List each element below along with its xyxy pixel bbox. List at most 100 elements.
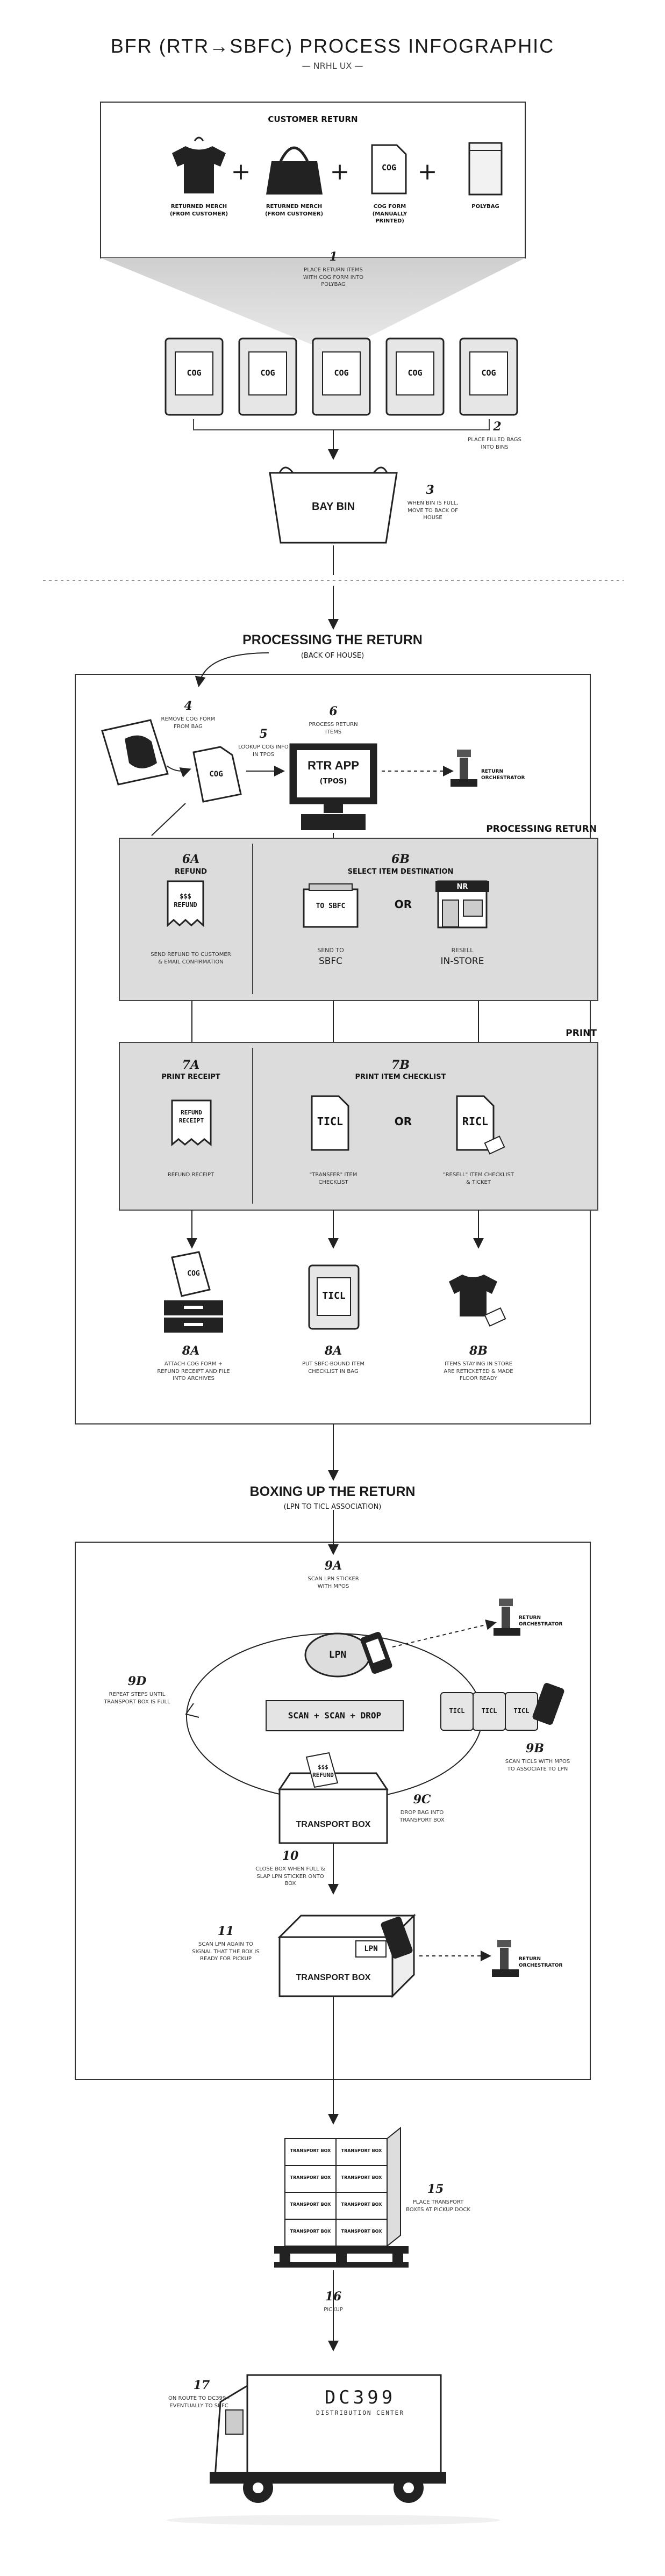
transport-box-sealed-icon <box>277 1913 416 1998</box>
step-9c-text: DROP BAG INTO TRANSPORT BOX <box>399 1810 445 1823</box>
step-6a-number: 6A <box>182 852 200 866</box>
step-3-text: WHEN BIN IS FULL, MOVE TO BACK OF HOUSE <box>407 500 459 521</box>
handbag-icon <box>266 146 323 195</box>
band-processing-return: PROCESSING RETURN <box>486 824 597 834</box>
customer-return-title: CUSTOMER RETURN <box>268 114 358 124</box>
step-3-number: 3 <box>426 483 434 497</box>
sbfc-box-text: TO SBFC <box>316 902 346 910</box>
processing-subtitle: (BACK OF HOUSE) <box>301 652 364 660</box>
ticl-bags-icon <box>440 1683 564 1731</box>
cog-form-text: COG <box>381 163 397 172</box>
plus-sign: + <box>330 158 350 185</box>
bag-label: COG <box>407 368 423 378</box>
receipt-text: REFUND RECEIPT <box>178 1109 204 1124</box>
step-4-number: 4 <box>184 699 192 713</box>
step-9d-text: REPEAT STEPS UNTIL TRANSPORT BOX IS FULL <box>104 1692 170 1705</box>
scan-loop-label: SCAN + SCAN + DROP <box>288 1710 382 1721</box>
boxing-subtitle: (LPN TO TICL ASSOCIATION) <box>283 1503 382 1511</box>
archive-cog-text: COG <box>187 1270 200 1278</box>
ricl-doc-icon <box>456 1095 505 1155</box>
step-6-text: PROCESS RETURN ITEMS <box>309 722 358 735</box>
step-15-text: PLACE TRANSPORT BOXES AT PICKUP DOCK <box>406 2199 470 2213</box>
band-print: PRINT <box>566 1028 597 1039</box>
pallet-stack-icon <box>274 2126 409 2268</box>
item-label-tshirt: RETURNED MERCH (FROM CUSTOMER) <box>169 204 228 217</box>
store-sign-text: NR <box>456 883 468 891</box>
item-label-polybag: POLYBAG <box>471 204 499 210</box>
step-9c-number: 9C <box>413 1793 431 1807</box>
server-icon-3 <box>492 1940 519 1977</box>
monitor-icon <box>289 743 377 830</box>
archive-icon <box>164 1251 223 1333</box>
page-title: BFR (RTR→SBFC) PROCESS INFOGRAPHIC <box>110 35 555 57</box>
store-icon <box>435 880 489 929</box>
transport-box-label: TRANSPORT BOX <box>296 1820 371 1829</box>
orchestrator-label-2: RETURN ORCHESTRATOR <box>519 1615 563 1628</box>
step-8b-text: ITEMS STAYING IN STORE ARE RETICKETED & … <box>444 1361 513 1381</box>
sbfc-label: SBFC <box>318 956 343 967</box>
step-1-number: 1 <box>329 250 338 264</box>
mpos-icon <box>360 1632 392 1674</box>
ticl-doc-icon <box>311 1095 349 1151</box>
step-7b-title: PRINT ITEM CHECKLIST <box>355 1073 446 1081</box>
server-icon-2 <box>494 1599 520 1636</box>
orchestrator-label: RETURN ORCHESTRATOR <box>481 769 525 781</box>
step-6-number: 6 <box>329 704 338 718</box>
step-7b-text-1: "TRANSFER" ITEM CHECKLIST <box>309 1172 357 1185</box>
step-16-number: 16 <box>325 2290 342 2304</box>
step-6a-text: SEND REFUND TO CUSTOMER & EMAIL CONFIRMA… <box>151 952 231 965</box>
step-7b-number: 7B <box>391 1058 410 1072</box>
item-label-cog: COG FORM (MANUALLY PRINTED) <box>372 204 407 224</box>
item-label-handbag: RETURNED MERCH (FROM CUSTOMER) <box>264 204 324 217</box>
plus-sign: + <box>417 158 438 185</box>
boxing-title: BOXING UP THE RETURN <box>249 1484 416 1499</box>
step-8b-number: 8B <box>469 1344 488 1358</box>
step-17-text: ON ROUTE TO DC399 - EVENTUALLY TO SBFC <box>168 2395 230 2409</box>
tagged-shirt-icon <box>449 1275 506 1327</box>
truck-dc-label: DC399 <box>324 2387 396 2408</box>
refund-doc-icon <box>167 880 204 927</box>
truck-dc-sublabel: DISTRIBUTION CENTER <box>316 2409 404 2416</box>
step-5-text: LOOKUP COG INFO IN TPOS <box>238 744 289 758</box>
pallet-box-label: TRANSPORT BOX <box>290 2202 331 2207</box>
step-6b-number: 6B <box>391 852 410 866</box>
ticl-bag-small: TICL <box>481 1707 497 1715</box>
box-bag-text: $$$ REFUND <box>312 1764 334 1779</box>
transport-box-label-2: TRANSPORT BOX <box>296 1973 371 1982</box>
step-9a-text: SCAN LPN STICKER WITH MPOS <box>308 1576 359 1589</box>
ricl-doc-text: RICL <box>462 1115 489 1128</box>
polybag-icon <box>468 142 503 196</box>
step-9d-number: 9D <box>127 1674 147 1688</box>
tshirt-icon <box>172 136 226 193</box>
step-8a-left-text: ATTACH COG FORM + REFUND RECEIPT AND FIL… <box>157 1361 230 1381</box>
server-icon <box>451 750 477 787</box>
cog-paper-icon <box>192 746 242 803</box>
processing-title: PROCESSING THE RETURN <box>242 632 423 647</box>
ticl-bag-small: TICL <box>513 1707 530 1715</box>
step-8a-mid-number: 8A <box>324 1344 342 1358</box>
bag-row <box>165 337 518 416</box>
ticl-doc-text: TICL <box>317 1115 344 1128</box>
plus-sign: + <box>231 158 251 185</box>
lpn-label: LPN <box>328 1649 347 1660</box>
pallet-box-label: TRANSPORT BOX <box>290 2148 331 2153</box>
step-10-text: CLOSE BOX WHEN FULL & SLAP LPN STICKER O… <box>255 1866 325 1887</box>
ticl-bag-icon <box>308 1264 360 1330</box>
funnel-shape <box>101 258 525 344</box>
ticl-bag-small: TICL <box>449 1707 465 1715</box>
cog-form-icon <box>371 144 407 195</box>
step-9b-text: SCAN TICLS WITH MPOS TO ASSOCIATE TO LPN <box>505 1759 570 1772</box>
step-1-text: PLACE RETURN ITEMS WITH COG FORM INTO PO… <box>303 267 364 287</box>
pallet-box-label: TRANSPORT BOX <box>341 2229 382 2234</box>
pallet-box-label: TRANSPORT BOX <box>341 2175 382 2180</box>
cog-paper-label: COG <box>209 770 223 779</box>
tray-icon <box>101 719 169 786</box>
step-11-number: 11 <box>217 1924 234 1938</box>
bay-bin-icon <box>269 466 398 544</box>
pallet-box-label: TRANSPORT BOX <box>341 2202 382 2207</box>
step-8a-left-number: 8A <box>182 1344 200 1358</box>
step-7b-text-2: "RESELL" ITEM CHECKLIST & TICKET <box>443 1172 514 1185</box>
page-subtitle: — NRHL UX — <box>302 61 363 71</box>
step-16-text: PICKUP <box>324 2307 343 2313</box>
